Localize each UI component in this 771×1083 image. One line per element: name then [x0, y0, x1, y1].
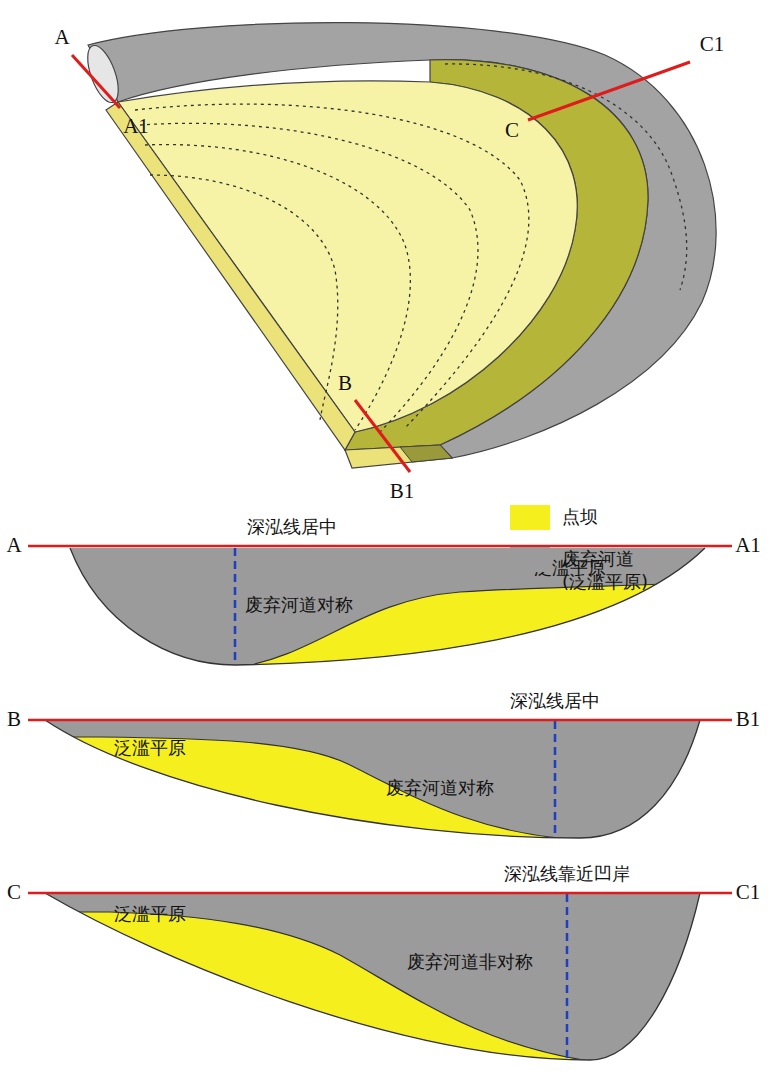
section-letter: B1 — [390, 479, 415, 504]
bank-front-face — [400, 445, 452, 462]
legend-text: 点坝 — [562, 506, 662, 529]
section-letter: A1 — [735, 533, 761, 558]
section-letter: C — [7, 880, 21, 905]
legend-swatch — [510, 547, 550, 572]
section-annotation: 泛滥平原 — [114, 737, 186, 759]
section-letter: A — [6, 533, 21, 558]
section-letter: B1 — [736, 707, 761, 732]
section-letter: B — [338, 371, 352, 396]
section-letter: A1 — [123, 114, 149, 139]
section-letter: B — [7, 707, 21, 732]
section-annotation: 废弃河道非对称 — [407, 951, 533, 973]
point-bar-side-face — [106, 102, 355, 450]
section-annotation: 废弃河道对称 — [386, 777, 494, 799]
section-annotation: 深泓线居中 — [247, 516, 337, 538]
section-annotation: 深泓线居中 — [510, 690, 600, 712]
point-bar-surface — [118, 81, 577, 432]
accretion-lines — [135, 64, 687, 432]
abandoned-channel-band — [88, 23, 716, 458]
section-letter: C1 — [736, 880, 761, 905]
section-letter: C — [505, 118, 519, 143]
section-letter: A — [54, 25, 69, 50]
section-annotation: 深泓线靠近凹岸 — [504, 863, 630, 885]
legend-text: 废弃河道 (泛滥平原) — [562, 548, 662, 593]
section-b — [0, 720, 732, 900]
section-annotation: 泛滥平原 — [114, 903, 186, 925]
section-letter: C1 — [700, 32, 725, 57]
legend-swatch — [510, 505, 550, 530]
section-annotation: 废弃河道对称 — [245, 594, 353, 616]
section-a — [28, 546, 760, 700]
section-c — [0, 893, 732, 1083]
section-lines — [72, 55, 690, 472]
